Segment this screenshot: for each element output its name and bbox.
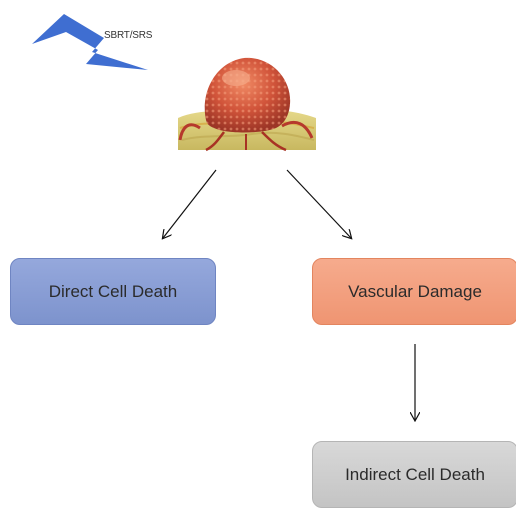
node-vascular-damage: Vascular Damage: [312, 258, 516, 325]
tumor-image: [178, 58, 316, 150]
arrow-to-vascular: [287, 170, 351, 238]
node-direct-label: Direct Cell Death: [49, 282, 178, 302]
node-indirect-label: Indirect Cell Death: [345, 465, 485, 485]
node-vascular-label: Vascular Damage: [348, 282, 482, 302]
lightning-bolt-icon: [32, 14, 148, 70]
node-direct-cell-death: Direct Cell Death: [10, 258, 216, 325]
beam-label: SBRT/SRS: [104, 30, 152, 41]
node-indirect-cell-death: Indirect Cell Death: [312, 441, 516, 508]
arrow-to-direct: [163, 170, 216, 238]
